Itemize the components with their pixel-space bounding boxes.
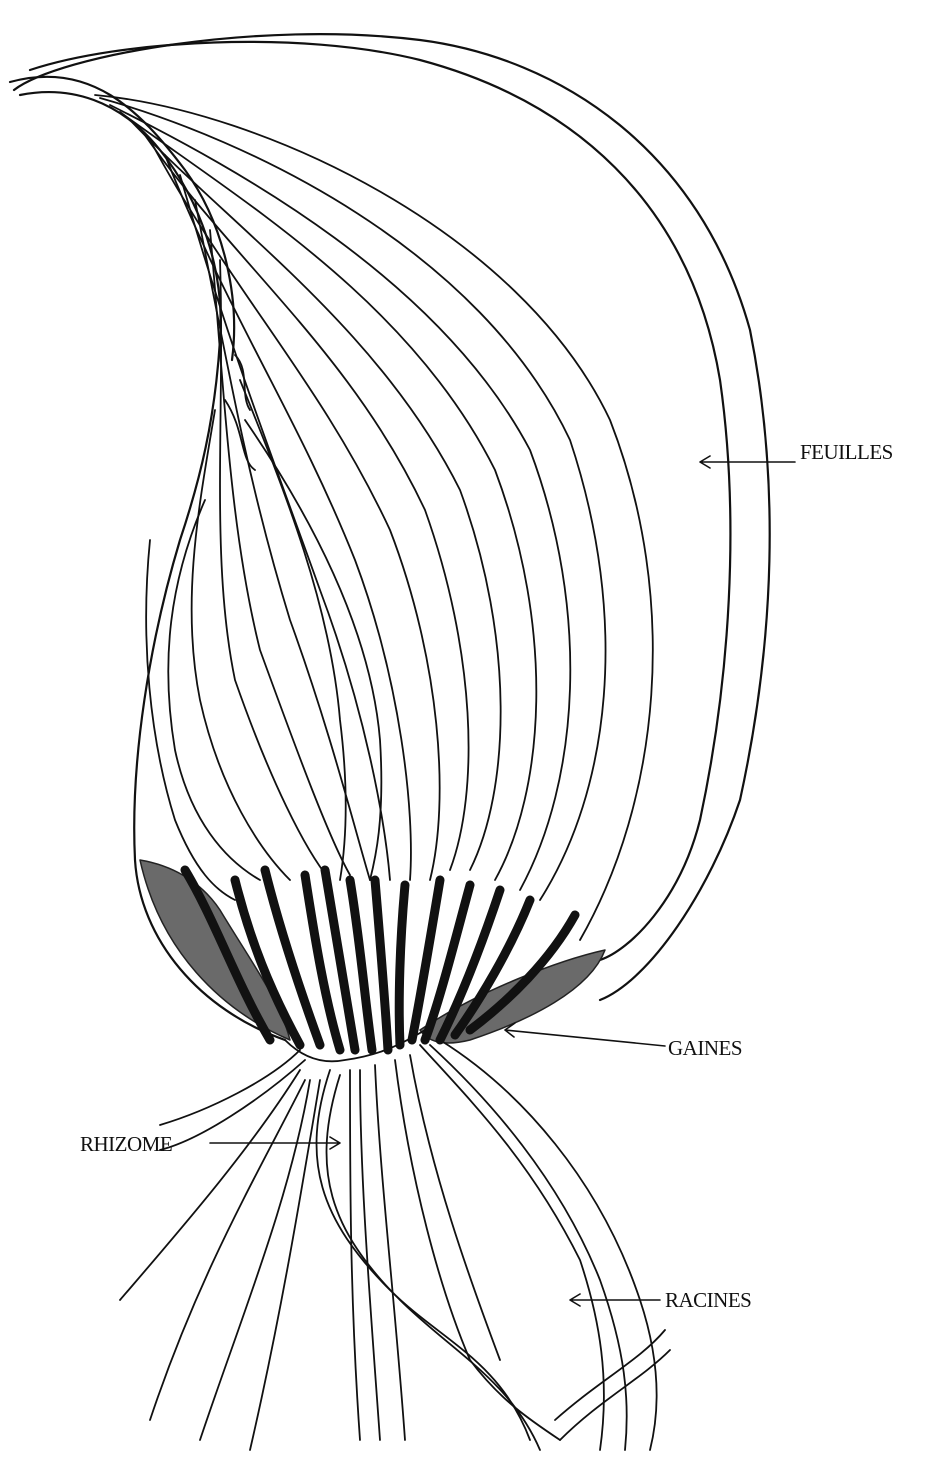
- pointer-gaines: [505, 1023, 665, 1046]
- pointers: [210, 456, 795, 1306]
- label-rhizome: RHIZOME: [80, 1132, 172, 1157]
- label-gaines: GAINES: [668, 1036, 742, 1061]
- leaves-outline: [10, 34, 770, 1040]
- label-feuilles: FEUILLES: [800, 440, 893, 465]
- sheaths: [140, 860, 605, 1050]
- label-racines: RACINES: [665, 1288, 751, 1313]
- pointer-racines: [570, 1294, 660, 1306]
- leaf-blades: [95, 95, 653, 940]
- pointer-feuilles: [700, 456, 795, 468]
- roots: [120, 1030, 670, 1450]
